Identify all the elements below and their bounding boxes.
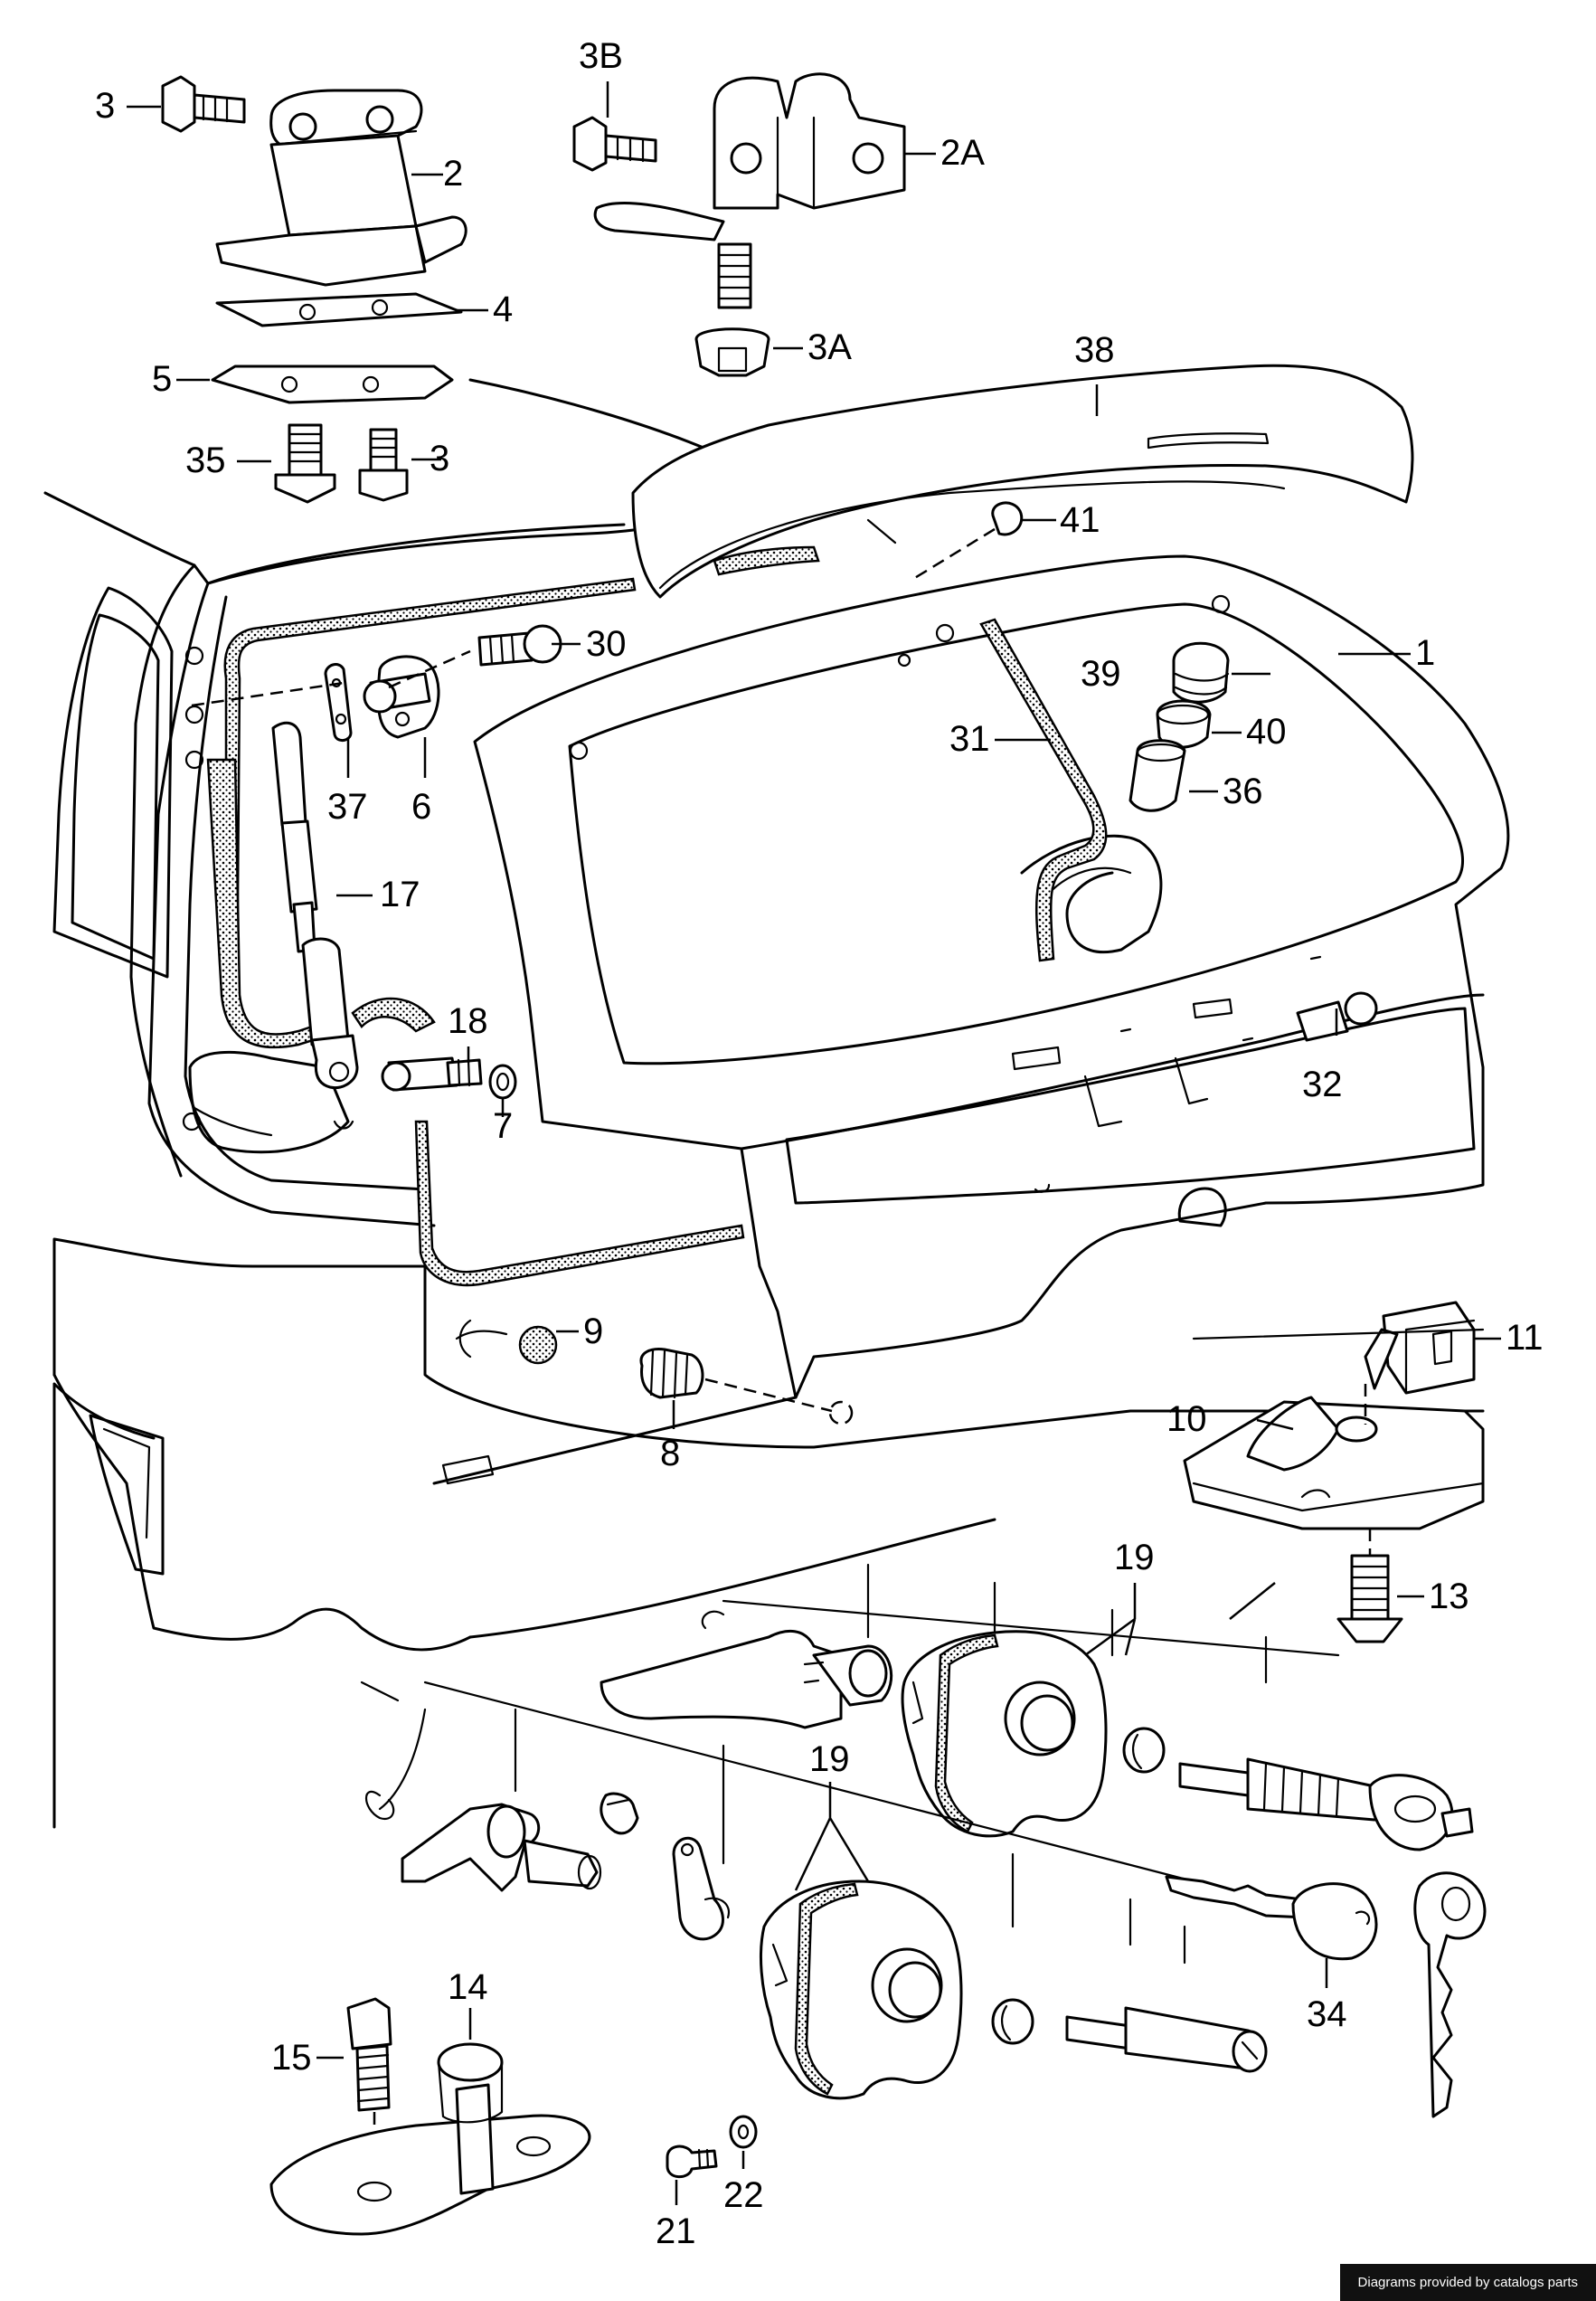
label-1: 1 (1415, 633, 1435, 673)
label-13: 13 (1429, 1577, 1469, 1616)
label-11: 11 (1506, 1318, 1544, 1358)
label-31: 31 (949, 719, 990, 759)
label-19-lower: 19 (809, 1739, 850, 1779)
label-41: 41 (1060, 500, 1100, 540)
label-6: 6 (411, 787, 431, 827)
label-18: 18 (448, 1001, 488, 1041)
label-2: 2 (443, 154, 463, 194)
lock-housing-upper (600, 1563, 1487, 2118)
label-5: 5 (152, 359, 172, 399)
label-17: 17 (380, 875, 420, 914)
label-9: 9 (583, 1311, 603, 1351)
label-10: 10 (1166, 1399, 1207, 1439)
label-3A: 3A (807, 327, 852, 367)
car-body (43, 378, 1485, 1829)
callout-labels: 3 2 3B 2A 3A 4 5 35 3 38 41 30 1 39 40 3… (95, 36, 1544, 2251)
label-32: 32 (1302, 1065, 1343, 1104)
label-19-upper: 19 (1114, 1538, 1155, 1577)
label-4: 4 (493, 289, 513, 329)
label-14: 14 (448, 1967, 488, 2007)
label-2A: 2A (940, 133, 985, 173)
label-37: 37 (327, 787, 368, 827)
label-34: 34 (1307, 1994, 1347, 2034)
striker (269, 1997, 591, 2236)
label-3-lower: 3 (430, 439, 449, 478)
label-40: 40 (1246, 712, 1287, 752)
gas-strut (191, 624, 562, 1100)
hinge-assembly-left (161, 75, 467, 504)
footer-credit: Diagrams provided by catalogs parts (1339, 2264, 1596, 2301)
label-7: 7 (493, 1106, 513, 1146)
label-35: 35 (185, 440, 226, 480)
label-22: 22 (723, 2175, 764, 2215)
roof-spoiler (631, 364, 1414, 599)
label-36: 36 (1223, 772, 1263, 811)
tailgate-lock (1183, 1301, 1485, 1643)
key (1165, 1875, 1378, 1961)
leader-lines (127, 81, 1501, 2205)
buffer-and-plug (458, 1319, 854, 1425)
hinge-assembly-right (572, 72, 906, 377)
glass-fittings (912, 501, 1230, 962)
label-30: 30 (586, 624, 627, 664)
label-3B: 3B (579, 36, 623, 76)
bulb-holder (1242, 991, 1378, 1042)
label-38: 38 (1074, 330, 1115, 370)
label-8: 8 (660, 1434, 680, 1473)
label-39: 39 (1081, 654, 1121, 694)
tailgate (473, 554, 1510, 1399)
label-15: 15 (271, 2038, 312, 2078)
label-21: 21 (656, 2211, 696, 2251)
lock-housing-lower (360, 1681, 1268, 2179)
label-3: 3 (95, 86, 115, 126)
